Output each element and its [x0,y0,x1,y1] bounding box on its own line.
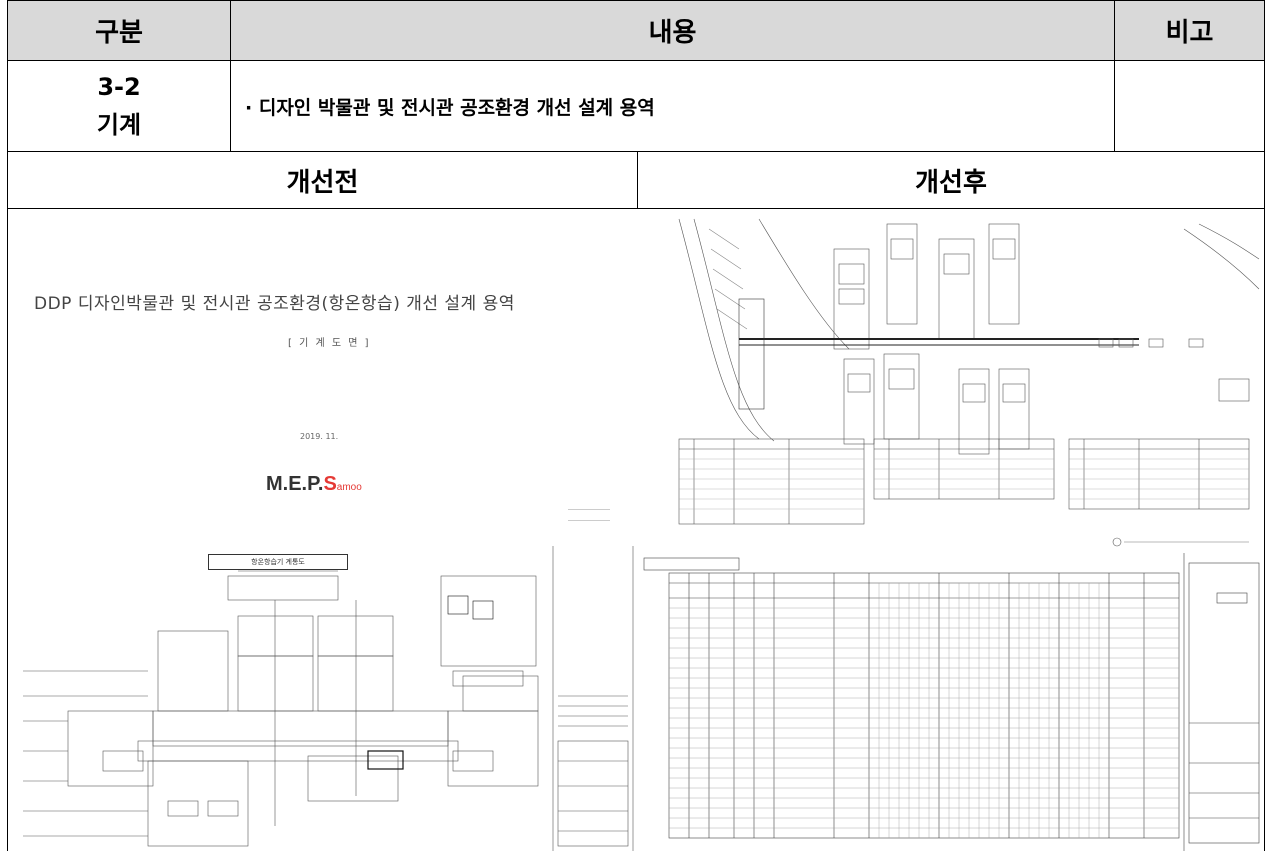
before-header: 개선전 [7,151,638,209]
header-category: 구분 [7,0,231,61]
section-type: 기계 [96,111,142,139]
system-diagram-drawing [23,546,634,851]
floor-plan-image [639,209,1264,549]
logo-accent-text: S [323,473,337,495]
section-number: 3-2 [97,73,141,101]
cover-title: DDP 디자인박물관 및 전시관 공조환경(항온항습) 개선 설계 용역 [34,294,515,314]
section-cell: 3-2 기계 [7,60,231,152]
header-remarks: 비고 [1114,0,1265,61]
header-content-label: 내용 [648,18,697,48]
diagram-title: 항온항습기 계통도 [208,554,348,570]
system-diagram-image: 항온항습기 계통도 [8,546,636,851]
cover-date: 2019. 11. [300,432,339,441]
cover-subtitle: [ 기 계 도 면 ] [288,338,371,349]
after-header: 개선후 [637,151,1265,209]
logo-main-text: M.E.P. [266,473,324,495]
after-header-label: 개선후 [915,167,987,198]
header-category-label: 구분 [95,18,143,48]
description-cell: · 디자인 박물관 및 전시관 공조환경 개선 설계 용역 [230,60,1115,152]
remark-cell [1114,60,1265,152]
image-area [7,208,1265,851]
header-remarks-label: 비고 [1165,18,1214,48]
diagram-title-text: 항온항습기 계통도 [251,558,305,566]
header-content: 내용 [230,0,1115,61]
floor-plan-drawing [678,218,1260,547]
cover-logo: M.E.P.Samoo [266,473,362,496]
logo-tail-text: amoo [336,482,362,493]
before-header-label: 개선전 [286,167,359,198]
schedule-table-drawing [643,553,1260,851]
cover-page-image: DDP 디자인박물관 및 전시관 공조환경(항온항습) 개선 설계 용역 [ 기… [8,209,636,539]
cover-stamp [568,509,610,521]
schedule-table-image [639,553,1264,851]
description-text: · 디자인 박물관 및 전시관 공조환경 개선 설계 용역 [245,96,655,119]
